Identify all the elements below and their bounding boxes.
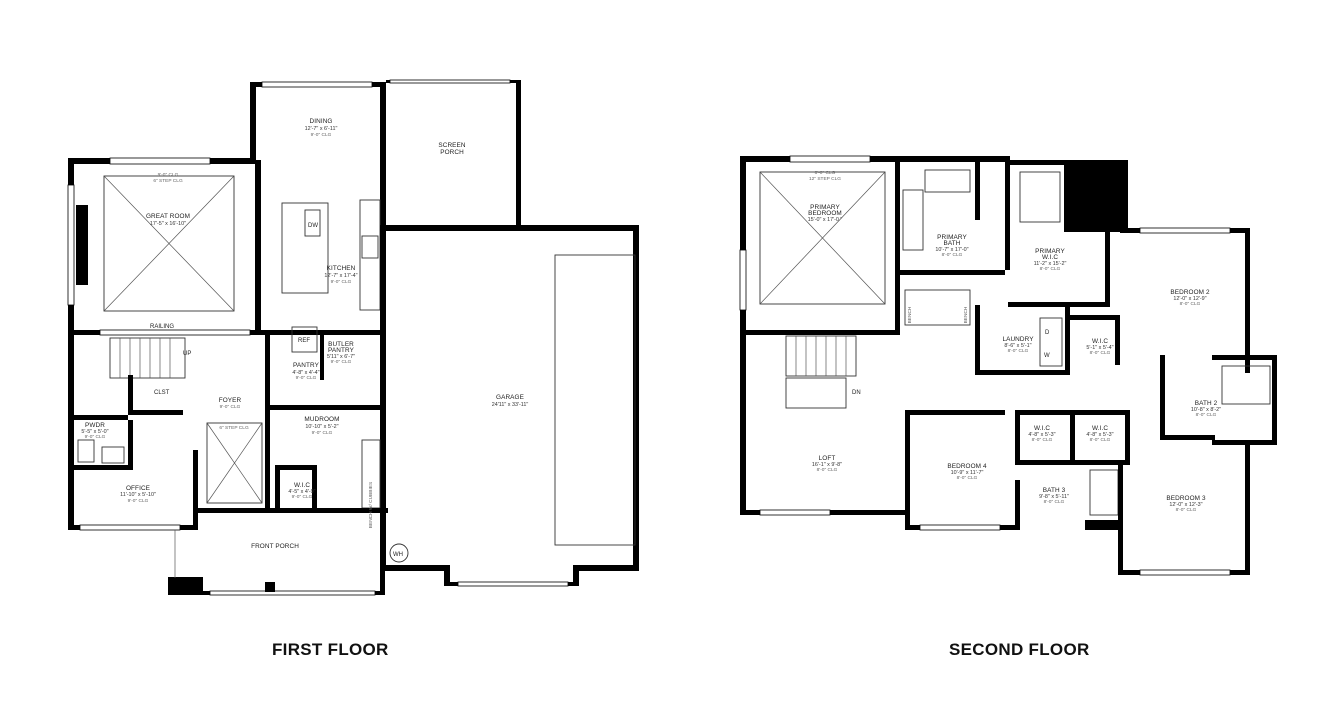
room-clg-great-room: 9'-0" CLG (158, 172, 179, 178)
room-name2-primary-bedroom: BEDROOM (808, 210, 842, 217)
water-heater-label: WH (393, 552, 403, 558)
room-clg2-primary-bedroom: 12" STEP CLG (809, 176, 841, 182)
room-dims-bedroom-3: 12'-0" x 12'-3" (1169, 502, 1202, 508)
room-clg-dining: 9'-0" CLG (311, 132, 332, 138)
room-clg-laundry: 8'-0" CLG (1008, 348, 1029, 354)
room-dims-primary-bath: 10'-7" x 17'-0" (935, 247, 968, 253)
foyer-step-clg-label: 6" STEP CLG (219, 425, 249, 431)
room-name-wic-bed2: W.I.C (1092, 338, 1108, 345)
room-name-office: OFFICE (126, 485, 150, 492)
room-name-bedroom-3: BEDROOM 3 (1166, 495, 1206, 502)
stair-up-label: UP (183, 351, 191, 357)
room-dims-bath-2: 10'-8" x 8'-2" (1191, 407, 1221, 413)
room-name-wic-a: W.I.C (1034, 425, 1050, 432)
room-name-bath-2: BATH 2 (1195, 400, 1218, 407)
room-clg-butler-pantry: 9'-0" CLG (331, 359, 352, 365)
room-clg-primary-bedroom: 8'-0" CLG (815, 170, 836, 176)
room-dims-mudroom: 10'-10" x 5'-2" (305, 424, 338, 430)
room-name-bedroom-2: BEDROOM 2 (1170, 289, 1210, 296)
room-name2-primary-bath: BATH (944, 240, 961, 247)
room-name-foyer: FOYER (219, 397, 242, 404)
room-dims-garage: 24'11" x 33'-11" (492, 402, 529, 408)
room-name2-primary-wic: W.I.C (1042, 254, 1058, 261)
room-clg2-great-room: 6" STEP CLG (153, 178, 183, 184)
room-clg-pwdr: 9'-0" CLG (85, 434, 106, 440)
room-dims-pantry: 4'-8" x 4'-4" (292, 370, 319, 376)
second-floor-title: SECOND FLOOR (949, 640, 1090, 659)
room-name-laundry: LAUNDRY (1002, 336, 1034, 343)
room-name-pwdr: PWDR (85, 422, 105, 429)
first-floor-plan (67, 79, 639, 596)
room-clg-wic-bed2: 8'-0" CLG (1090, 350, 1111, 356)
washer-label: W (1044, 353, 1050, 359)
room-clg-bath-2: 8'-0" CLG (1196, 412, 1217, 418)
bench-label-left: BENCH (907, 306, 913, 323)
room-clg-mudroom: 9'-0" CLG (312, 430, 333, 436)
room-name-primary-wic: PRIMARY (1035, 248, 1065, 255)
second-floor-plan (739, 155, 1277, 576)
room-name-pantry: PANTRY (293, 362, 320, 369)
room-clg-kitchen: 9'-0" CLG (331, 279, 352, 285)
room-name-dining: DINING (310, 118, 333, 125)
room-dims-wic-b: 4'-8" x 5'-3" (1086, 432, 1113, 438)
room-name2-screen-porch: PORCH (440, 149, 464, 156)
room-clg-bedroom-3: 8'-0" CLG (1176, 507, 1197, 513)
room-dims-primary-wic: 11'-2" x 15'-2" (1034, 261, 1067, 267)
room-clg-office: 9'-0" CLG (128, 498, 149, 504)
first-floor-labels: DINING 12'-7" x 6'-11" 9'-0" CLG SCREEN … (81, 118, 528, 558)
room-name-front-porch: FRONT PORCH (251, 543, 299, 550)
room-name-great-room: GREAT ROOM (146, 213, 190, 220)
room-clg-wic-first: 9'-0" CLG (292, 494, 313, 500)
dryer-label: D (1045, 330, 1050, 336)
room-name-bath-3: BATH 3 (1043, 487, 1066, 494)
room-name-wic-b: W.I.C (1092, 425, 1108, 432)
room-clg-wic-b: 8'-0" CLG (1090, 437, 1111, 443)
room-name-garage: GARAGE (496, 394, 524, 401)
room-clg-foyer: 9'-0" CLG (220, 404, 241, 410)
room-dims-primary-bedroom: 15'-0" x 17'-0 " (808, 217, 843, 223)
room-name-bedroom-4: BEDROOM 4 (947, 463, 987, 470)
room-dims-wic-a: 4'-8" x 5'-3" (1028, 432, 1055, 438)
room-name-primary-bath: PRIMARY (937, 234, 967, 241)
dishwasher-label: DW (308, 223, 318, 229)
room-dims-office: 11'-10" x 5'-10" (120, 492, 156, 498)
room-clg-primary-bath: 8'-0" CLG (942, 252, 963, 258)
bench-label-right: BENCH (963, 306, 969, 323)
first-floor-title: FIRST FLOOR (272, 640, 389, 659)
closet-label: CLST (154, 390, 170, 396)
room-clg-bedroom-4: 8'-0" CLG (957, 475, 978, 481)
room-dims-laundry: 8'-6" x 5'-1" (1004, 343, 1031, 349)
room-name-mudroom: MUDROOM (304, 416, 339, 423)
room-clg-bedroom-2: 8'-0" CLG (1180, 301, 1201, 307)
room-dims-bedroom-4: 10'-9" x 11'-7" (951, 470, 984, 476)
room-dims-wic-bed2: 5'-1" x 5'-4" (1086, 345, 1113, 351)
bench-cubbies-label: BENCH W/ CUBBIES (368, 482, 374, 528)
room-dims-dining: 12'-7" x 6'-11" (305, 126, 338, 132)
room-name-wic-first: W.I.C (294, 482, 310, 489)
room-dims-pwdr: 5'-5" x 5'-0" (81, 429, 108, 435)
room-name-loft: LOFT (819, 455, 836, 462)
room-clg-loft: 8'-0" CLG (817, 467, 838, 473)
room-name2-butler-pantry: PANTRY (328, 347, 355, 354)
room-clg-pantry: 9'-0" CLG (296, 375, 317, 381)
room-dims-butler-pantry: 5'11" x 6'-7" (327, 354, 355, 360)
room-dims-loft: 16'-1" x 9'-8" (812, 462, 842, 468)
room-clg-bath-3: 8'-0" CLG (1044, 499, 1065, 505)
stair-down-label: DN (852, 390, 861, 396)
room-name-butler-pantry: BUTLER (328, 341, 354, 348)
room-name-screen-porch: SCREEN (438, 142, 466, 149)
room-dims-great-room: 17'-5" x 16'-10" (150, 221, 186, 227)
room-dims-wic-first: 4'-5" x 4'-9" (288, 489, 315, 495)
room-name-kitchen: KITCHEN (327, 265, 356, 272)
room-dims-kitchen: 12'-7" x 17'-4" (324, 273, 357, 279)
fridge-label: REF (298, 338, 310, 344)
room-clg-primary-wic: 8'-0" CLG (1040, 266, 1061, 272)
room-name-primary-bedroom: PRIMARY (810, 204, 840, 211)
room-dims-bath-3: 9'-8" x 5'-11" (1039, 494, 1069, 500)
railing-label: RAILING (150, 324, 174, 330)
second-floor-labels: 8'-0" CLG 12" STEP CLG PRIMARY BEDROOM 1… (808, 170, 1221, 513)
room-dims-bedroom-2: 12'-0" x 12'-9" (1173, 296, 1206, 302)
room-clg-wic-a: 8'-0" CLG (1032, 437, 1053, 443)
